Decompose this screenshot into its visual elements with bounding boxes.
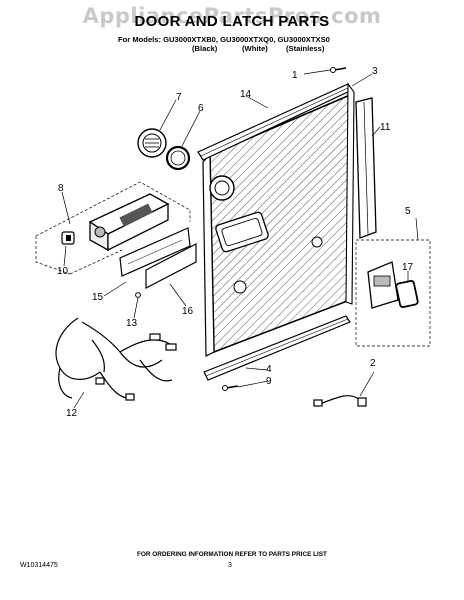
screw-top: [330, 67, 347, 73]
variant-stainless: (Stainless): [286, 44, 325, 53]
watermark: AppliancePartsPros.com: [82, 4, 382, 28]
door-side-gasket: [345, 82, 355, 305]
callout-3: 3: [372, 66, 378, 77]
page-number: 3: [228, 562, 232, 569]
vent-cap: [137, 128, 167, 158]
control-knob: [61, 231, 75, 245]
callout-14: 14: [240, 89, 252, 100]
document-number: W10314475: [20, 562, 58, 569]
callout-2: 2: [370, 358, 376, 369]
door-side-trim: [355, 97, 377, 239]
callout-13: 13: [126, 318, 138, 329]
callout-16: 16: [182, 306, 194, 317]
page-title: DOOR AND LATCH PARTS: [134, 13, 330, 30]
screw-bottom: [222, 385, 239, 391]
callout-labels: 1 2 3 4 5 6 7 8 9 10 11 12 13 14 15 16 1…: [57, 66, 414, 419]
callout-1: 1: [292, 70, 298, 81]
variant-white: (White): [242, 44, 268, 53]
latch-assembly-group: [355, 239, 431, 347]
door-panel: [202, 93, 351, 357]
callout-4: 4: [266, 364, 272, 375]
door-bottom-trim: [203, 315, 351, 381]
circuit-board: [119, 227, 197, 289]
control-module: [88, 193, 170, 252]
ordering-note: FOR ORDERING INFORMATION REFER TO PARTS …: [137, 551, 327, 558]
control-assembly-group: [35, 181, 191, 275]
callout-15: 15: [92, 292, 104, 303]
callout-9: 9: [266, 376, 272, 387]
leader-lines: [61, 69, 419, 409]
callout-7: 7: [176, 92, 182, 103]
callout-12: 12: [66, 408, 78, 419]
callout-6: 6: [198, 103, 204, 114]
door-switch-cable: [313, 395, 367, 407]
callout-10: 10: [57, 266, 69, 277]
callout-11: 11: [380, 122, 391, 133]
latch-gasket: [395, 280, 419, 308]
callout-17: 17: [402, 262, 414, 273]
callout-8: 8: [58, 183, 64, 194]
model-list: For Models: GU3000XTXB0, GU3000XTXQ0, GU…: [118, 35, 330, 44]
callout-5: 5: [405, 206, 411, 217]
variant-black: (Black): [192, 44, 218, 53]
board-screw: [135, 292, 141, 298]
vent-gasket-ring: [165, 145, 191, 171]
wire-harness: [55, 317, 177, 401]
door-latch: [367, 261, 399, 309]
